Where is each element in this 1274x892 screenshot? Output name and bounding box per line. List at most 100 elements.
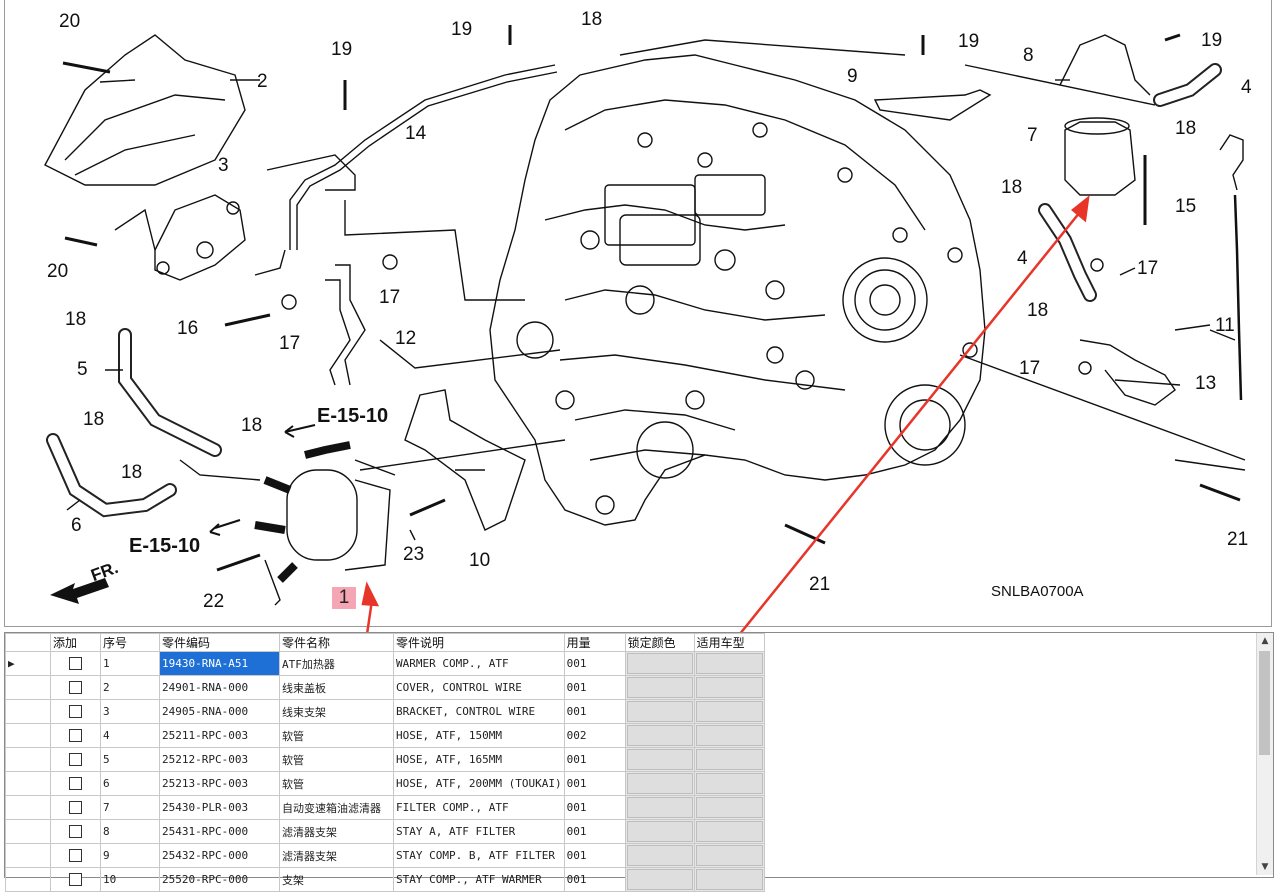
add-checkbox[interactable] xyxy=(50,843,101,868)
row-lock-color[interactable] xyxy=(624,843,695,868)
row-models[interactable] xyxy=(693,843,765,868)
lock-color-button[interactable] xyxy=(626,845,693,866)
lock-color-button[interactable] xyxy=(626,701,693,722)
add-checkbox-box[interactable] xyxy=(69,729,82,742)
vertical-scrollbar[interactable]: ▲ ▼ xyxy=(1256,633,1273,875)
add-checkbox-box[interactable] xyxy=(69,681,82,694)
add-checkbox[interactable] xyxy=(50,771,101,796)
models-button[interactable] xyxy=(695,725,763,746)
row-lock-color[interactable] xyxy=(624,819,695,844)
add-checkbox-box[interactable] xyxy=(69,801,82,814)
add-checkbox[interactable] xyxy=(50,747,101,772)
models-button[interactable] xyxy=(695,797,763,818)
callout-5: 5 xyxy=(77,359,88,380)
row-lock-color[interactable] xyxy=(624,867,695,892)
add-checkbox-box[interactable] xyxy=(69,777,82,790)
add-checkbox-box[interactable] xyxy=(69,873,82,886)
row-models[interactable] xyxy=(693,675,765,700)
row-models[interactable] xyxy=(693,795,765,820)
add-checkbox[interactable] xyxy=(50,723,101,748)
lock-color-button[interactable] xyxy=(626,869,693,890)
add-checkbox[interactable] xyxy=(50,699,101,724)
row-part-code: 25213-RPC-003 xyxy=(159,771,280,796)
header-add[interactable]: 添加 xyxy=(50,633,101,652)
row-lock-color[interactable] xyxy=(624,675,695,700)
models-button[interactable] xyxy=(695,701,763,722)
row-lock-color[interactable] xyxy=(624,699,695,724)
reference-e-15-10-top[interactable]: E-15-10 xyxy=(317,405,389,427)
lock-color-button[interactable] xyxy=(626,773,693,794)
header-qty[interactable]: 用量 xyxy=(563,633,626,652)
header-part-desc[interactable]: 零件说明 xyxy=(393,633,565,652)
row-part-desc: HOSE, ATF, 150MM xyxy=(393,723,565,748)
lock-color-button[interactable] xyxy=(626,677,693,698)
header-part-name[interactable]: 零件名称 xyxy=(279,633,394,652)
models-button[interactable] xyxy=(695,749,763,770)
row-lock-color[interactable] xyxy=(624,651,695,676)
add-checkbox[interactable] xyxy=(50,867,101,892)
models-button[interactable] xyxy=(695,821,763,842)
row-models[interactable] xyxy=(693,819,765,844)
models-button[interactable] xyxy=(695,869,763,890)
callout-15: 15 xyxy=(1175,196,1197,217)
lock-color-button[interactable] xyxy=(626,653,693,674)
row-part-name: 自动变速箱油滤清器 xyxy=(279,795,394,820)
add-checkbox-box[interactable] xyxy=(69,849,82,862)
callout-16: 16 xyxy=(177,318,199,339)
row-part-code: 25432-RPC-000 xyxy=(159,843,280,868)
header-part-code[interactable]: 零件编码 xyxy=(159,633,280,652)
lock-color-button[interactable] xyxy=(626,797,693,818)
lock-color-button[interactable] xyxy=(626,749,693,770)
row-part-desc: BRACKET, CONTROL WIRE xyxy=(393,699,565,724)
row-lock-color[interactable] xyxy=(624,771,695,796)
header-models[interactable]: 适用车型 xyxy=(693,633,765,652)
add-checkbox[interactable] xyxy=(50,651,101,676)
row-lock-color[interactable] xyxy=(624,747,695,772)
row-lock-color[interactable] xyxy=(624,795,695,820)
scrollbar-thumb[interactable] xyxy=(1259,651,1270,755)
add-checkbox[interactable] xyxy=(50,819,101,844)
add-checkbox[interactable] xyxy=(50,795,101,820)
models-button[interactable] xyxy=(695,677,763,698)
models-button[interactable] xyxy=(695,845,763,866)
row-seq: 1 xyxy=(100,651,160,676)
reference-e-15-10-left[interactable]: E-15-10 xyxy=(129,535,201,557)
lock-color-button[interactable] xyxy=(626,725,693,746)
chevron-up-icon[interactable]: ▲ xyxy=(1257,633,1273,649)
row-indicator xyxy=(5,795,51,820)
row-models[interactable] xyxy=(693,867,765,892)
row-models[interactable] xyxy=(693,651,765,676)
chevron-down-icon[interactable]: ▼ xyxy=(1257,859,1273,875)
callout-18: 18 xyxy=(83,409,105,430)
add-checkbox-box[interactable] xyxy=(69,705,82,718)
add-checkbox[interactable] xyxy=(50,675,101,700)
row-lock-color[interactable] xyxy=(624,723,695,748)
row-models[interactable] xyxy=(693,747,765,772)
models-button[interactable] xyxy=(695,653,763,674)
lock-color-button[interactable] xyxy=(626,821,693,842)
row-models[interactable] xyxy=(693,771,765,796)
add-checkbox-box[interactable] xyxy=(69,657,82,670)
callout-1-highlighted[interactable]: 1 xyxy=(332,587,356,609)
header-seq[interactable]: 序号 xyxy=(100,633,160,652)
models-button[interactable] xyxy=(695,773,763,794)
header-lock-color[interactable]: 锁定颜色 xyxy=(624,633,695,652)
row-qty: 001 xyxy=(563,795,626,820)
row-seq: 7 xyxy=(100,795,160,820)
add-checkbox-box[interactable] xyxy=(69,753,82,766)
diagram-code: SNLBA0700A xyxy=(991,583,1084,600)
row-models[interactable] xyxy=(693,699,765,724)
add-checkbox-box[interactable] xyxy=(69,825,82,838)
row-models[interactable] xyxy=(693,723,765,748)
